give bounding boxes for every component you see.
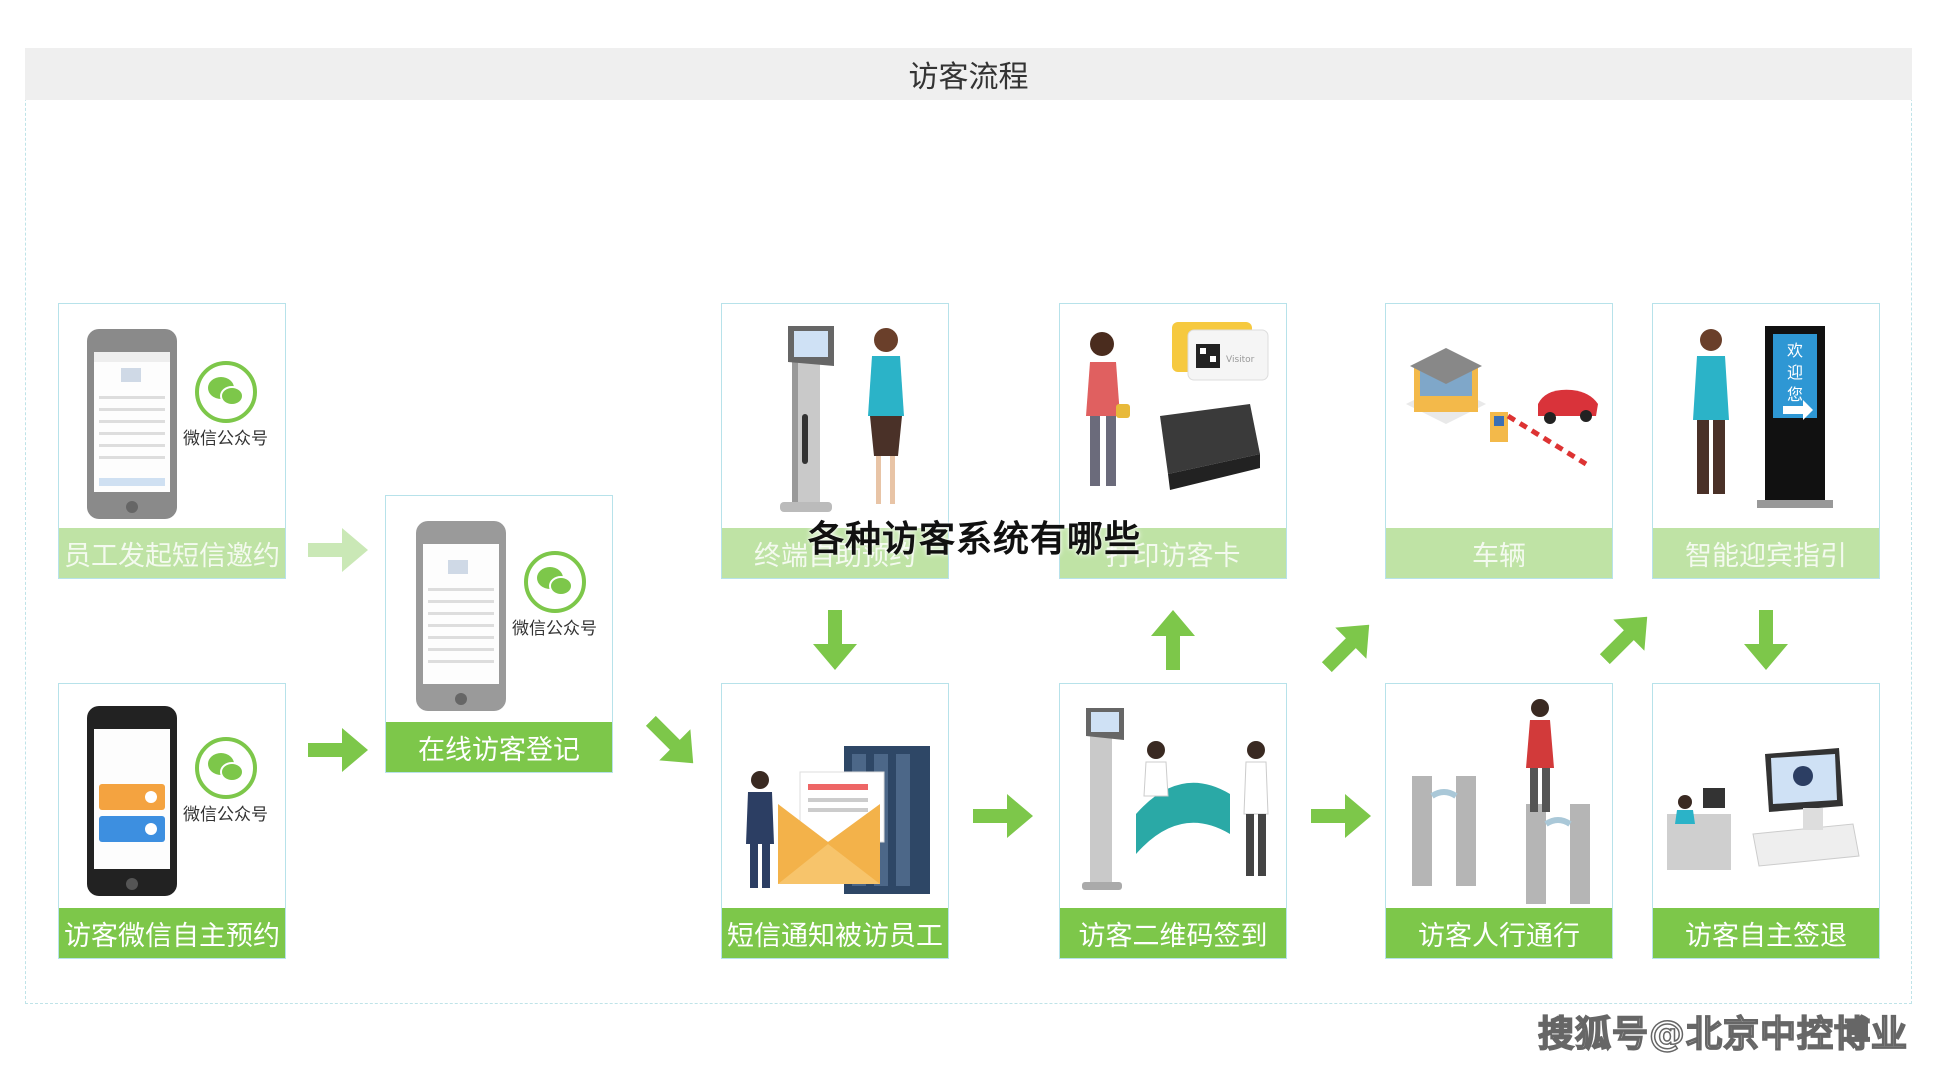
arrow-right-icon [963, 786, 1043, 846]
card-sms-notify-host: 短信通知被访员工 [721, 683, 949, 959]
arrow-up-icon [1143, 600, 1203, 680]
signage-char: 迎 [1787, 363, 1803, 382]
arrow-right-icon [298, 720, 378, 780]
diagram-title: 访客流程 [25, 48, 1912, 100]
wechat-icon [523, 551, 586, 613]
card-label: 员工发起短信邀约 [59, 528, 285, 578]
wechat-official-account: 微信公众号 [183, 736, 268, 825]
printer-card-illustration: Visitor [1086, 322, 1269, 490]
card-label: 访客自主签退 [1653, 908, 1879, 958]
phone-illustration [416, 521, 506, 711]
wechat-icon [194, 737, 257, 799]
phone-illustration [87, 329, 177, 519]
arrow-down-icon [1736, 600, 1796, 680]
signage-char: 欢 [1787, 341, 1803, 360]
card-online-registration: 微信公众号 在线访客登记 [385, 495, 613, 773]
card-kiosk-self-booking: 终端自助预约 [721, 303, 949, 579]
card-label: 访客微信自主预约 [59, 908, 285, 958]
card-label: 打印访客卡 [1060, 528, 1286, 578]
diagram-title-text: 访客流程 [908, 60, 1029, 95]
card-staff-sms-invite: 微信公众号 员工发起短信邀约 [58, 303, 286, 579]
phone-illustration [87, 706, 177, 896]
card-label: 车辆 [1386, 528, 1612, 578]
wechat-icon [194, 361, 257, 423]
card-smart-welcome-guide: 欢 迎 您 智能迎宾指引 [1652, 303, 1880, 579]
card-label: 访客人行通行 [1386, 908, 1612, 958]
wechat-label: 微信公众号 [183, 805, 268, 825]
card-label: 短信通知被访员工 [722, 908, 948, 958]
card-qr-sign-in: 访客二维码签到 [1059, 683, 1287, 959]
self-service-terminal-illustration [1667, 748, 1860, 870]
arrow-down-icon [805, 600, 865, 680]
wechat-official-account: 微信公众号 [183, 360, 268, 449]
overlay-title: 各种访客系统有哪些 [808, 519, 1142, 560]
card-label: 访客二维码签到 [1060, 908, 1286, 958]
reception-illustration [1082, 708, 1269, 890]
wechat-label: 微信公众号 [512, 619, 597, 639]
card-label: 在线访客登记 [386, 722, 612, 772]
card-print-visitor-card: Visitor 打印访客卡 [1059, 303, 1287, 579]
card-label: 终端自助预约 [722, 528, 948, 578]
envelope-illustration [746, 746, 930, 894]
vehicle-gate-illustration [1406, 348, 1598, 467]
visitor-card-text: Visitor [1226, 355, 1255, 365]
wechat-official-account: 微信公众号 [512, 550, 597, 639]
wechat-label: 微信公众号 [183, 429, 268, 449]
arrow-right-icon [298, 520, 378, 580]
card-vehicle: 车辆 [1385, 303, 1613, 579]
card-label: 智能迎宾指引 [1653, 528, 1879, 578]
signage-illustration: 欢 迎 您 [1693, 326, 1833, 508]
kiosk-person-illustration [780, 326, 904, 512]
signage-char: 您 [1787, 385, 1803, 404]
card-pedestrian-access: 访客人行通行 [1385, 683, 1613, 959]
watermark: 搜狐号@北京中控博业 [1537, 1013, 1908, 1056]
card-visitor-wechat-booking: 微信公众号 访客微信自主预约 [58, 683, 286, 959]
turnstile-illustration [1412, 699, 1590, 904]
arrow-right-icon [1301, 786, 1381, 846]
card-self-sign-out: 访客自主签退 [1652, 683, 1880, 959]
